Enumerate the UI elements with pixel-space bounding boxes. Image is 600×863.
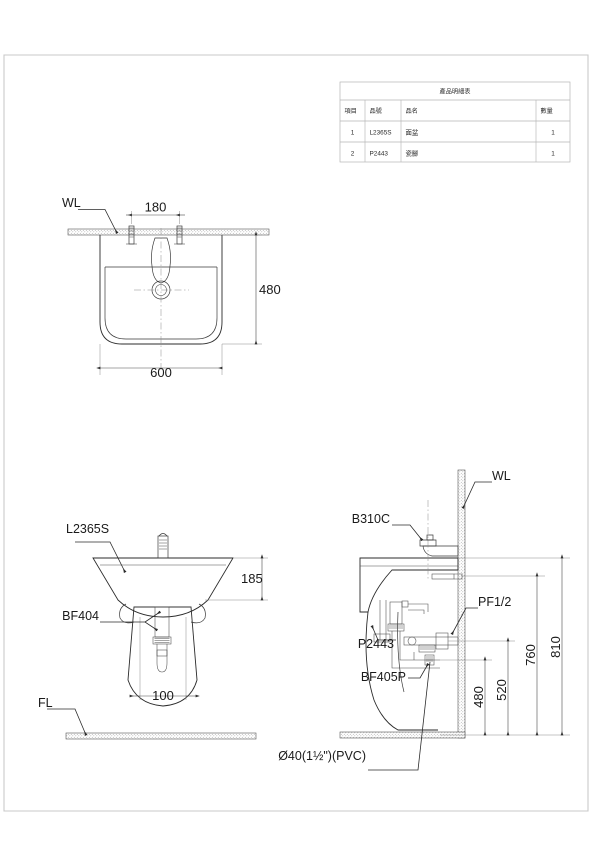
- basin-outline-plan: [99, 235, 223, 345]
- parts-table: 產品明細表 項目 品號 品名 數量 1 L2365S 面盆 1 2 P2443 …: [339, 81, 571, 163]
- wl-label-side: WL: [492, 469, 511, 483]
- parts-table-title: 產品明細表: [440, 88, 471, 96]
- wl-leader-plan: [78, 209, 119, 235]
- dim-520-side-label: 520: [494, 679, 509, 701]
- wl-leader-side: [461, 481, 492, 510]
- side-elevation: WL B310C: [278, 469, 570, 771]
- dim-480-side-label: 480: [471, 686, 486, 708]
- p2443-leader: [370, 624, 396, 641]
- table-row-1-item: 1: [351, 130, 355, 137]
- dim-180-label: 180: [145, 200, 167, 215]
- wall-line-plan: [67, 228, 270, 236]
- dim-basin-width: [96, 344, 223, 375]
- mounting-bolt-left: [126, 225, 137, 245]
- dim-basin-depth: [222, 231, 262, 345]
- pedestal-right-wing: [190, 603, 206, 624]
- l2365s-leader: [75, 541, 127, 574]
- fl-label: FL: [38, 696, 53, 710]
- trap-assembly-front: [152, 606, 172, 673]
- parts-table-col-partno: 品號: [370, 107, 382, 115]
- dim-100-label: 100: [152, 688, 174, 703]
- bf405p-leader: [408, 662, 430, 679]
- drain-pipe-label: Ø40(1½")(PVC): [278, 749, 366, 763]
- dim-810-side-label: 810: [548, 636, 563, 658]
- pf12-label: PF1/2: [478, 595, 511, 609]
- bf404-leader: [100, 610, 162, 632]
- dim-185-label: 185: [241, 571, 263, 586]
- b310c-leader: [392, 524, 424, 542]
- wl-label-plan: WL: [62, 196, 81, 210]
- table-row-1-qty: 1: [551, 130, 555, 137]
- table-row-2-partno: P2443: [370, 151, 389, 158]
- basin-outline-front: [92, 557, 234, 618]
- table-row-1-name: 面盆: [406, 128, 419, 137]
- mounting-bolt-right: [174, 225, 185, 245]
- dim-600-label: 600: [150, 365, 172, 380]
- table-row-2-name: 瓷腳: [406, 149, 419, 158]
- drain-pipe-leader: [368, 661, 431, 771]
- pedestal-outline-front: [127, 606, 198, 707]
- pf12-leader: [450, 607, 478, 636]
- parts-table-col-qty: 數量: [541, 107, 553, 115]
- top-view: WL: [62, 196, 281, 380]
- bf405p-label: BF405P: [361, 670, 406, 684]
- dim-basin-height: [205, 554, 268, 601]
- floor-line: [65, 732, 257, 740]
- front-elevation: L2365S BF404 185 100: [38, 522, 268, 740]
- pedestal-left-wing: [119, 603, 135, 624]
- fl-leader: [47, 708, 88, 737]
- sheet-frame: [3, 54, 589, 812]
- dim-faucet-spread: [126, 211, 185, 224]
- table-row-1-partno: L2365S: [370, 130, 392, 137]
- basin-outline-side: [359, 557, 459, 613]
- table-row-2-item: 2: [351, 151, 355, 158]
- p2443-label: P2443: [358, 637, 394, 651]
- wall-line-side: [457, 469, 466, 739]
- dim-760-side-label: 760: [523, 644, 538, 666]
- bf404-label: BF404: [62, 609, 99, 623]
- supply-stub-top: [431, 573, 463, 580]
- dim-480-label: 480: [259, 282, 281, 297]
- faucet-side: [419, 534, 459, 557]
- pedestal-outline-side: [365, 611, 438, 731]
- dim-chain-side: [440, 554, 570, 736]
- parts-table-col-item: 項目: [345, 108, 357, 115]
- parts-table-col-name: 品名: [406, 107, 418, 115]
- table-row-2-qty: 1: [551, 151, 555, 158]
- pedestal-inner-side: [397, 611, 405, 693]
- l2365s-label: L2365S: [66, 522, 109, 536]
- drain-piping-side: [387, 600, 440, 669]
- faucet-front: [157, 533, 169, 559]
- b310c-label: B310C: [352, 512, 390, 526]
